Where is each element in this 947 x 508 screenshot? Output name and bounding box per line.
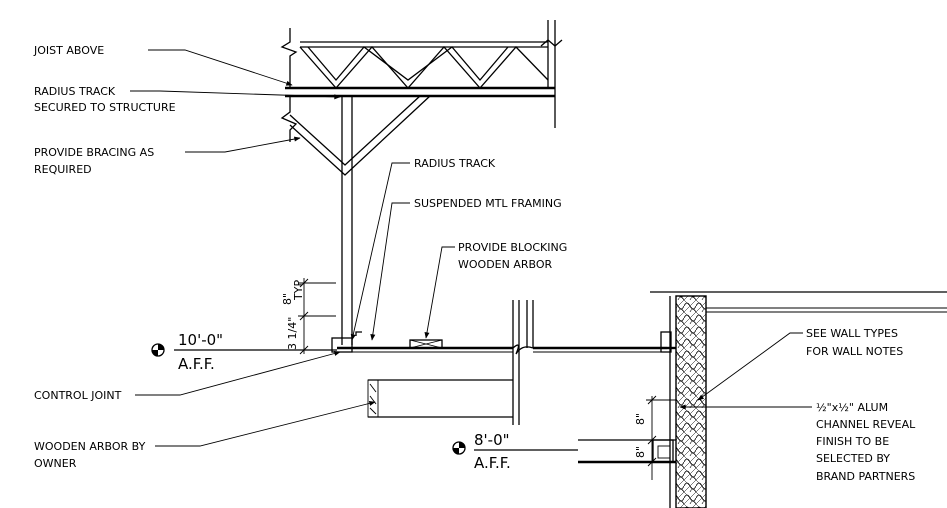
label-arbor-owner-1: WOODEN ARBOR BY	[34, 440, 146, 453]
annotations: JOIST ABOVE RADIUS TRACK SECURED TO STRU…	[33, 44, 916, 483]
label-radius-track-secured-1: RADIUS TRACK	[34, 85, 116, 98]
label-suspended-framing: SUSPENDED MTL FRAMING	[414, 197, 562, 210]
dimension-lower: 8" 8"	[634, 395, 676, 480]
label-alum-2: CHANNEL REVEAL	[816, 418, 916, 431]
dim-upper-8: 8"	[281, 293, 294, 305]
dim-lower-8b: 8"	[634, 446, 647, 458]
label-alum-4: SELECTED BY	[816, 452, 890, 465]
label-arbor-owner-2: OWNER	[34, 457, 77, 470]
elevation-lower: 8'-0" A.F.F.	[452, 431, 578, 472]
label-radius-track: RADIUS TRACK	[414, 157, 496, 170]
dim-upper-quarter: 3 1/4"	[286, 317, 299, 350]
label-alum-3: FINISH TO BE	[816, 435, 889, 448]
label-wall-types-1: SEE WALL TYPES	[806, 327, 898, 340]
bracing	[280, 95, 431, 176]
elev-lower-ref: A.F.F.	[474, 454, 511, 472]
label-radius-track-secured-2: SECURED TO STRUCTURE	[34, 101, 176, 114]
joist-above	[280, 20, 563, 128]
label-blocking-2: WOODEN ARBOR	[458, 258, 553, 271]
label-bracing-2: REQUIRED	[34, 163, 92, 176]
blocking	[409, 339, 443, 349]
dimension-upper: 8" TYP 3 1/4"	[281, 278, 336, 355]
elev-upper-ref: A.F.F.	[178, 355, 215, 373]
label-wall-types-2: FOR WALL NOTES	[806, 345, 903, 358]
elev-lower-value: 8'-0"	[474, 431, 510, 449]
label-joist-above: JOIST ABOVE	[33, 44, 104, 57]
dim-upper-typ: TYP	[292, 280, 305, 301]
elev-upper-value: 10'-0"	[178, 331, 223, 349]
label-bracing-1: PROVIDE BRACING AS	[34, 146, 154, 159]
label-blocking-1: PROVIDE BLOCKING	[458, 241, 567, 254]
dim-lower-8a: 8"	[634, 413, 647, 425]
label-control-joint: CONTROL JOINT	[34, 389, 122, 402]
suspended-framing	[331, 96, 362, 353]
label-alum-5: BRAND PARTNERS	[816, 470, 915, 483]
wall	[578, 291, 947, 508]
leaders	[130, 49, 812, 447]
ceiling-line	[337, 300, 667, 425]
elevation-upper: 10'-0" A.F.F.	[151, 331, 337, 373]
wooden-arbor	[367, 379, 513, 418]
label-alum-1: ½"x½" ALUM	[816, 401, 888, 414]
